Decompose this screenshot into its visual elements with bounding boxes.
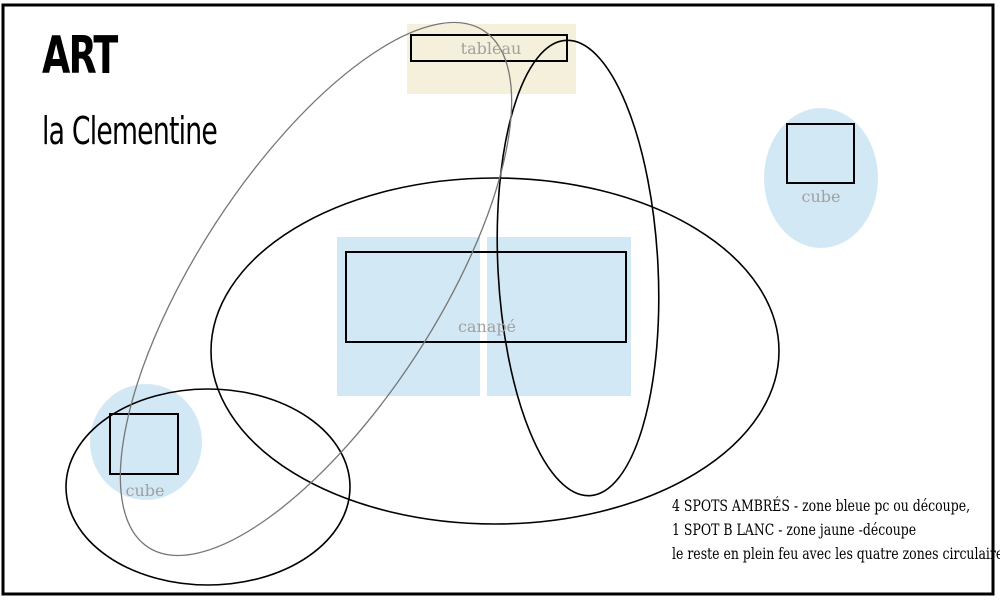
- page-frame: [1, 3, 995, 596]
- cube-left-outline: [109, 413, 179, 475]
- canape-outline: [345, 251, 627, 343]
- tableau-label: tableau: [461, 39, 522, 58]
- note-line: 1 SPOT B LANC - zone jaune -découpe: [672, 520, 917, 539]
- note-line: 4 SPOTS AMBRÉS - zone bleue pc ou découp…: [672, 496, 971, 515]
- light-zone-diagonal-ellipse: [119, 21, 513, 557]
- cube-left-label: cube: [126, 481, 165, 500]
- light-zone-small-ellipse: [65, 388, 351, 586]
- page-title: ART: [42, 26, 118, 86]
- blue-zone-canape-left: [337, 237, 480, 396]
- canape-label: canapé: [458, 317, 516, 336]
- cube-right-label: cube: [802, 187, 841, 206]
- blue-zone-cube-right: [764, 108, 878, 248]
- page-subtitle: la Clementine: [42, 109, 218, 153]
- cube-right-outline: [786, 123, 855, 184]
- light-zone-vertical-ellipse: [496, 39, 660, 497]
- note-line: le reste en plein feu avec les quatre zo…: [672, 544, 1000, 563]
- lighting-notes: 4 SPOTS AMBRÉS - zone bleue pc ou découp…: [672, 494, 1000, 566]
- light-zone-large-ellipse: [210, 177, 780, 525]
